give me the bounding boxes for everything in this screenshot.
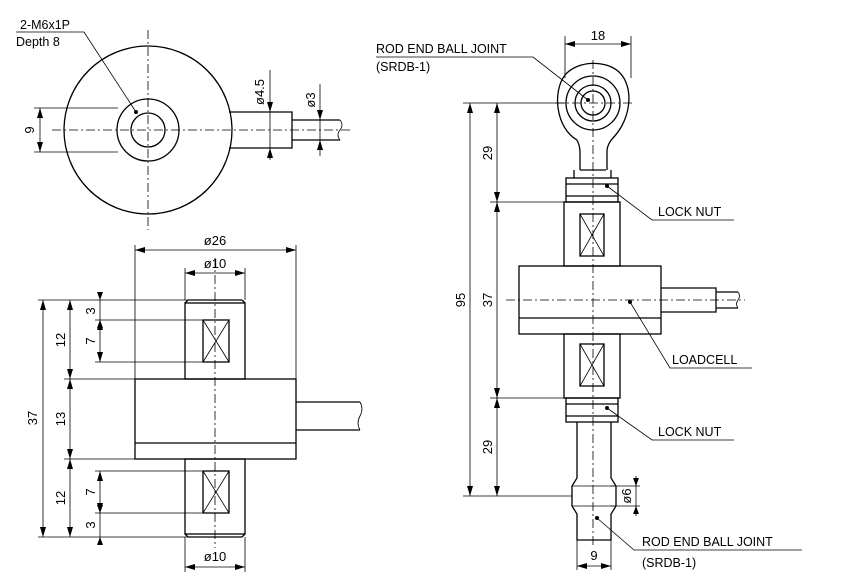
dim-dia-10-top: ø10 (204, 256, 226, 271)
lock-nut-bottom-leader (606, 407, 734, 441)
dim-dia-3: ø3 (303, 92, 318, 107)
front-top-flat (202, 319, 230, 363)
rod-end-bottom-code: (SRDB-1) (642, 556, 696, 570)
dim-front-37: 37 (25, 411, 40, 425)
rod-end-top-leader (376, 56, 589, 101)
front-body (134, 378, 297, 460)
rod-end-bottom-leader (596, 517, 802, 551)
loadcell-label: LOADCELL (672, 353, 737, 367)
dim-front-3-top: 3 (83, 307, 98, 314)
dim-lower-29: 29 (480, 440, 495, 454)
dim-front-3-bottom: 3 (83, 521, 98, 528)
loadcell-leader (629, 301, 752, 369)
dim-front-12-bottom: 12 (53, 491, 68, 505)
dim-overall-95: 95 (453, 293, 468, 307)
dim-front-13: 13 (53, 412, 68, 426)
cable-break (337, 119, 343, 141)
dim-front-7-bottom: 7 (83, 488, 98, 495)
rod-end-top-label: ROD END BALL JOINT (376, 42, 507, 56)
lock-nut-top (565, 177, 619, 203)
top-view: 2-M6x1P Depth 8 9 ø4.5 ø3 (16, 18, 352, 230)
front-bottom-flat (202, 470, 230, 514)
lock-nut-bottom (565, 397, 619, 423)
assembly-view: 18 95 29 37 29 ø6 9 ROD END BALL JOINT (376, 28, 802, 570)
rod-end-bottom-shaft (571, 422, 617, 541)
lock-nut-top-leader (606, 185, 734, 221)
dim-middle-37: 37 (480, 293, 495, 307)
thread-note: 2-M6x1P (20, 18, 70, 32)
cable-small-section (292, 119, 340, 141)
dim-rod-dia-6: ø6 (619, 488, 634, 503)
dim-upper-29: 29 (480, 146, 495, 160)
thread-note-leader (16, 31, 137, 113)
dim-rod-width-9: 9 (590, 548, 597, 563)
lock-nut-top-label: LOCK NUT (658, 205, 722, 219)
dim-eye-18: 18 (591, 28, 605, 43)
dim-dia-4-5: ø4.5 (252, 79, 267, 105)
front-cable (296, 401, 360, 431)
dim-front-12-top: 12 (53, 333, 68, 347)
rod-end-top-eye (556, 62, 630, 151)
depth-note: Depth 8 (16, 35, 60, 49)
lock-nut-bottom-label: LOCK NUT (658, 425, 722, 439)
thread-hole-inner (130, 112, 166, 148)
dim-front-7-top: 7 (83, 337, 98, 344)
dim-top-height: 9 (22, 126, 37, 133)
front-view: ø26 ø10 ø10 37 12 13 12 3 (25, 233, 363, 572)
rod-end-bottom-label: ROD END BALL JOINT (642, 535, 773, 549)
dim-dia-26: ø26 (204, 233, 226, 248)
rod-end-top-code: (SRDB-1) (376, 60, 430, 74)
dim-dia-10-bottom: ø10 (204, 549, 226, 564)
